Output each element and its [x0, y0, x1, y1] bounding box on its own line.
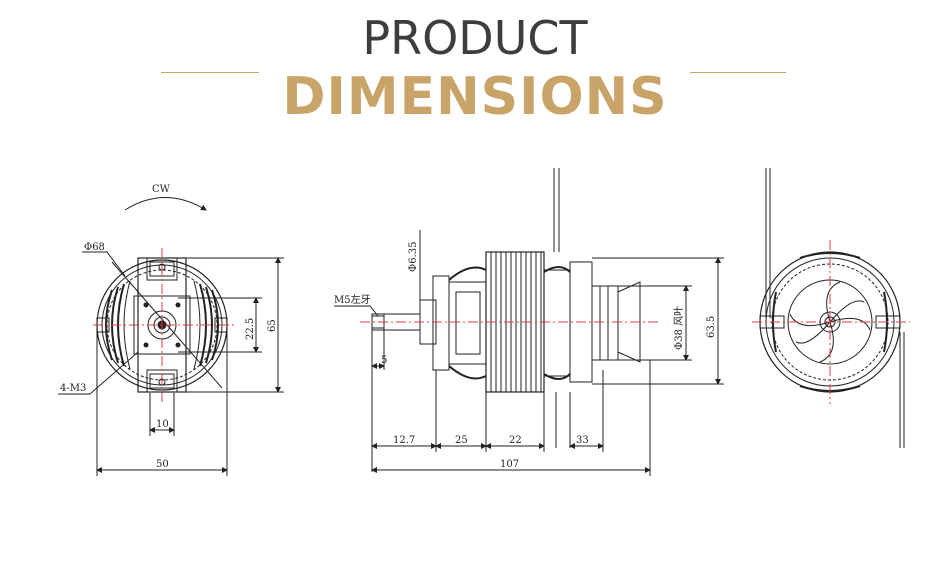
dim-63-5-label: 63.5 — [706, 316, 717, 338]
dim-65-label: 65 — [267, 319, 278, 332]
thread-label: M5左牙 — [334, 293, 371, 306]
dim-10-label: 10 — [156, 419, 169, 430]
screw-label: 4-M3 — [60, 383, 86, 394]
diameter-label: Φ68 — [84, 242, 105, 253]
dim-22-5-label: 22.5 — [245, 318, 256, 340]
shaft-diameter-label: Φ6.35 — [408, 242, 419, 272]
side-view — [334, 168, 724, 476]
rear-view — [752, 168, 910, 448]
fan-diameter-label: Φ38 风叶 — [673, 306, 685, 350]
dim-25-label: 25 — [455, 435, 468, 446]
front-view — [58, 197, 284, 476]
header: PRODUCT DIMENSIONS — [0, 0, 950, 140]
dim-22-label: 22 — [509, 435, 522, 446]
rotation-arrow-icon — [124, 197, 207, 211]
title-dimensions: DIMENSIONS — [282, 67, 668, 127]
dim-50-label: 50 — [156, 459, 169, 470]
right-divider — [690, 72, 786, 73]
dim-12-7-label: 12.7 — [393, 435, 415, 446]
side-view-labels: Φ6.35 M5左牙 5 12.7 25 22 33 107 Φ38 风叶 63… — [334, 242, 717, 470]
dim-5-label: 5 — [381, 355, 387, 366]
dim-33-label: 33 — [576, 435, 589, 446]
front-view-labels: CW Φ68 4-M3 10 50 22.5 65 — [60, 184, 278, 470]
left-divider — [161, 72, 259, 73]
rotation-label: CW — [152, 184, 171, 195]
title-product: PRODUCT — [362, 11, 588, 65]
dim-107-label: 107 — [500, 459, 519, 470]
